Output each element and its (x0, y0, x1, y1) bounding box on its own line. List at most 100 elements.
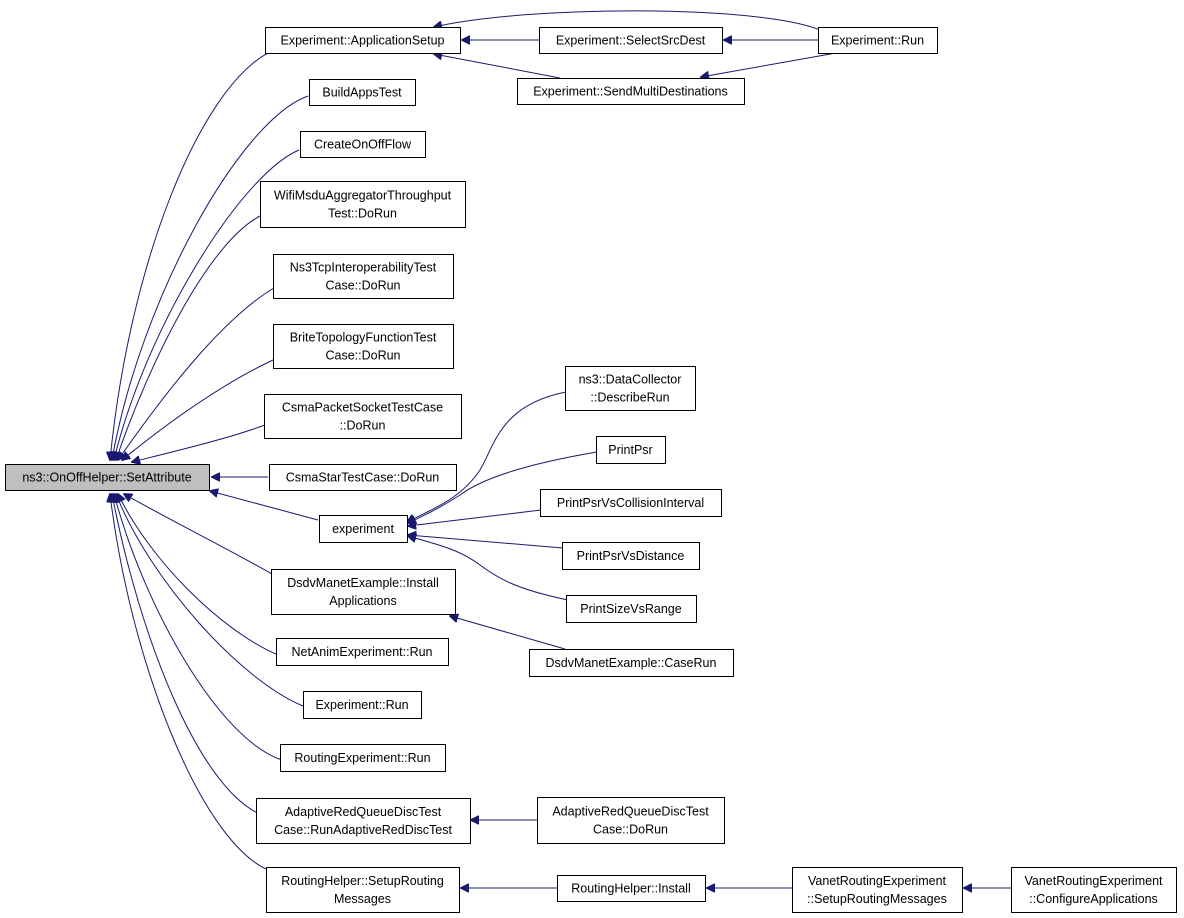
node-label-line: Case::DoRun (325, 349, 400, 363)
node-vanet-setup[interactable]: VanetRoutingExperiment::SetupRoutingMess… (792, 867, 963, 913)
edges-layer (110, 10, 1011, 888)
edge-app_setup-to-root (110, 52, 269, 460)
nodes-layer: ns3::OnOffHelper::SetAttributeExperiment… (5, 27, 1177, 913)
node-app-setup[interactable]: Experiment::ApplicationSetup (265, 27, 461, 54)
node-box (273, 254, 454, 299)
node-routing-exp-run[interactable]: RoutingExperiment::Run (280, 744, 446, 772)
node-label-line: ns3::DataCollector (579, 373, 682, 387)
node-routing-helper-install[interactable]: RoutingHelper::Install (557, 875, 706, 902)
node-dsdv-caserun[interactable]: DsdvManetExample::CaseRun (529, 649, 734, 677)
node-label-line: PrintPsr (608, 443, 652, 457)
edge-wifi_msdu-to-root (116, 214, 263, 460)
node-create-onoff-flow[interactable]: CreateOnOffFlow (300, 131, 426, 158)
edge-print_size_range-to-experiment_fn (408, 536, 569, 601)
edge-build_apps_test-to-root (112, 95, 309, 460)
node-box (269, 464, 457, 491)
node-box (260, 181, 466, 228)
edge-create_onoff_flow-to-root (114, 149, 300, 460)
node-box (792, 867, 963, 913)
node-csma-packet-socket[interactable]: CsmaPacketSocketTestCase::DoRun (264, 394, 462, 439)
node-label-line: Test::DoRun (328, 207, 397, 221)
edge-adaptive_red_run-to-root (112, 494, 263, 816)
node-box (280, 744, 446, 772)
node-csma-star[interactable]: CsmaStarTestCase::DoRun (269, 464, 457, 491)
node-label-line: DsdvManetExample::Install (287, 576, 438, 590)
node-label-line: DsdvManetExample::CaseRun (546, 656, 717, 670)
edge-print_psr_distance-to-experiment_fn (408, 535, 564, 549)
node-vanet-configure[interactable]: VanetRoutingExperiment::ConfigureApplica… (1011, 867, 1177, 913)
node-label-line: CreateOnOffFlow (314, 138, 412, 152)
node-box (562, 542, 700, 570)
node-netanim-run[interactable]: NetAnimExperiment::Run (276, 638, 449, 666)
edge-data_collector-to-experiment_fn (407, 391, 567, 522)
node-box (309, 79, 416, 106)
node-box (540, 489, 722, 517)
node-label-line: ::DescribeRun (590, 391, 669, 405)
node-box (264, 394, 462, 439)
node-box (276, 638, 449, 666)
node-label-line: CsmaPacketSocketTestCase (282, 401, 443, 415)
node-box (565, 366, 696, 411)
node-box (596, 436, 666, 464)
node-build-apps-test[interactable]: BuildAppsTest (309, 79, 416, 106)
node-label-line: Case::DoRun (325, 279, 400, 293)
node-experiment-run-top[interactable]: Experiment::Run (818, 27, 938, 54)
node-box (557, 875, 706, 902)
node-experiment-run-mid[interactable]: Experiment::Run (303, 691, 422, 719)
node-label-line: RoutingHelper::Install (571, 882, 691, 896)
node-adaptive-red-run[interactable]: AdaptiveRedQueueDiscTestCase::RunAdaptiv… (256, 798, 471, 844)
node-print-psr-distance[interactable]: PrintPsrVsDistance (562, 542, 700, 570)
node-print-psr[interactable]: PrintPsr (596, 436, 666, 464)
node-label-line: Ns3TcpInteroperabilityTest (290, 261, 437, 275)
node-label-line: WifiMsduAggregatorThroughput (274, 189, 452, 203)
node-label-line: Experiment::Run (315, 698, 408, 712)
node-box (539, 27, 723, 54)
node-label-line: Applications (329, 594, 396, 608)
node-label-line: PrintPsrVsDistance (577, 549, 685, 563)
node-send-multi[interactable]: Experiment::SendMultiDestinations (517, 78, 745, 105)
node-label-line: VanetRoutingExperiment (1024, 874, 1163, 888)
node-label-line: RoutingHelper::SetupRouting (281, 874, 444, 888)
node-label-line: Experiment::SelectSrcDest (556, 34, 706, 48)
node-label-line: VanetRoutingExperiment (808, 874, 947, 888)
node-label-line: BriteTopologyFunctionTest (290, 331, 437, 345)
edge-routing_exp_run-to-root (114, 494, 283, 761)
node-label-line: Experiment::SendMultiDestinations (533, 85, 728, 99)
node-label-line: AdaptiveRedQueueDiscTest (285, 805, 442, 819)
node-label-line: Experiment::ApplicationSetup (281, 34, 445, 48)
node-box (537, 797, 725, 844)
edge-brite_topology-to-root (122, 359, 274, 460)
node-box (5, 464, 210, 491)
node-label-line: ::ConfigureApplications (1029, 892, 1158, 906)
node-label-line: ns3::OnOffHelper::SetAttribute (22, 471, 191, 485)
node-box (517, 78, 745, 105)
edge-dsdv_caserun-to-dsdv_install (450, 616, 566, 650)
node-print-psr-collision[interactable]: PrintPsrVsCollisionInterval (540, 489, 722, 517)
node-box (271, 569, 456, 615)
node-experiment-fn[interactable]: experiment (319, 515, 408, 543)
node-label-line: Case::DoRun (593, 823, 668, 837)
node-print-size-range[interactable]: PrintSizeVsRange (566, 595, 697, 623)
node-data-collector[interactable]: ns3::DataCollector::DescribeRun (565, 366, 696, 411)
node-label-line: Case::RunAdaptiveRedDiscTest (274, 823, 452, 837)
node-routing-helper-setup[interactable]: RoutingHelper::SetupRoutingMessages (266, 867, 460, 913)
node-label-line: Experiment::Run (831, 34, 924, 48)
node-box (1011, 867, 1177, 913)
node-label-line: RoutingExperiment::Run (294, 751, 430, 765)
node-label-line: PrintSizeVsRange (580, 602, 681, 616)
node-root[interactable]: ns3::OnOffHelper::SetAttribute (5, 464, 210, 491)
node-box (529, 649, 734, 677)
node-label-line: ::DoRun (340, 419, 386, 433)
edge-send_multi-to-app_setup (434, 54, 561, 79)
node-label-line: AdaptiveRedQueueDiscTest (552, 805, 709, 819)
edge-ns3tcp_interop-to-root (118, 287, 275, 460)
node-box (566, 595, 697, 623)
edge-csma_packet_socket-to-root (132, 424, 266, 462)
node-select-src-dest[interactable]: Experiment::SelectSrcDest (539, 27, 723, 54)
